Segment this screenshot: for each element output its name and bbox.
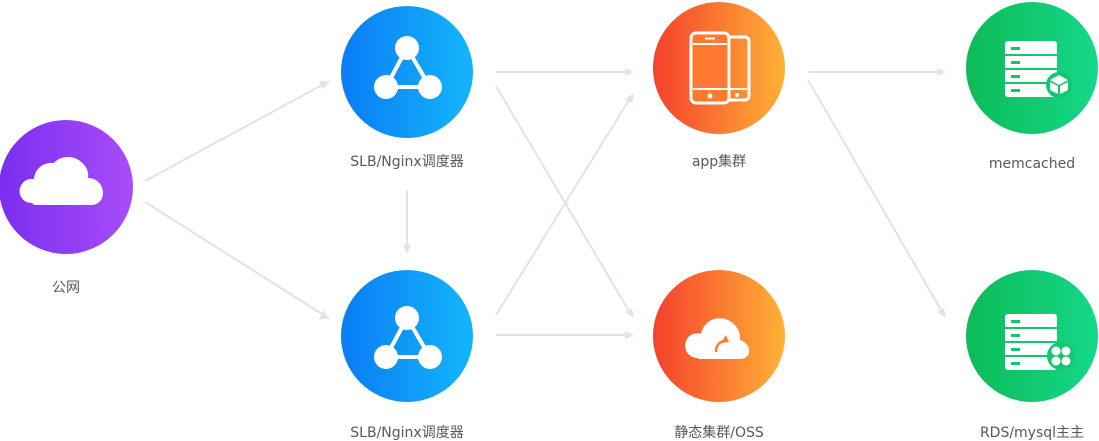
node-slb-top: SLB/Nginx调度器 [341, 6, 473, 170]
node-label: app集群 [692, 153, 746, 170]
node-label: SLB/Nginx调度器 [350, 154, 463, 170]
arrowhead [625, 331, 634, 339]
cloud-upload-icon [685, 318, 750, 359]
node-static-cluster: 静态集群/OSS [653, 270, 785, 441]
node-label: 公网 [52, 280, 80, 296]
node-label: 静态集群/OSS [674, 424, 764, 441]
node-slb-bottom: SLB/Nginx调度器 [341, 270, 473, 441]
node-label: SLB/Nginx调度器 [350, 425, 463, 441]
edge-public-to-slb-bottom [144, 201, 323, 315]
edge-public-to-slb-top [144, 84, 323, 182]
node-rds: RDS/mysql主主 [966, 270, 1098, 441]
node-circle-blue [341, 6, 473, 138]
arrowhead [319, 310, 330, 319]
network-triangle-icon [374, 306, 442, 369]
arrowhead [625, 93, 634, 103]
node-app-cluster: app集群 [653, 2, 785, 170]
cloud-icon [19, 157, 103, 205]
arrowhead [937, 308, 946, 318]
server-cache-icon [1005, 41, 1072, 98]
edge-slb-bottom-to-app [495, 99, 630, 316]
node-circle-blue [341, 270, 473, 402]
arrowhead [625, 308, 634, 318]
edge-slb-top-to-static [495, 85, 630, 312]
server-database-icon [1005, 314, 1075, 370]
arrowhead [625, 68, 634, 76]
arrowhead [937, 68, 946, 76]
edges [144, 68, 946, 339]
node-memcached: memcached [966, 2, 1098, 172]
mobile-devices-icon [689, 31, 751, 105]
node-label: memcached [989, 156, 1075, 172]
arrowhead [403, 245, 411, 254]
network-triangle-icon [374, 36, 442, 99]
arrowhead [319, 81, 330, 89]
node-public-net: 公网 [0, 120, 133, 296]
edge-app-to-rds [807, 79, 942, 311]
node-label: RDS/mysql主主 [980, 425, 1084, 441]
